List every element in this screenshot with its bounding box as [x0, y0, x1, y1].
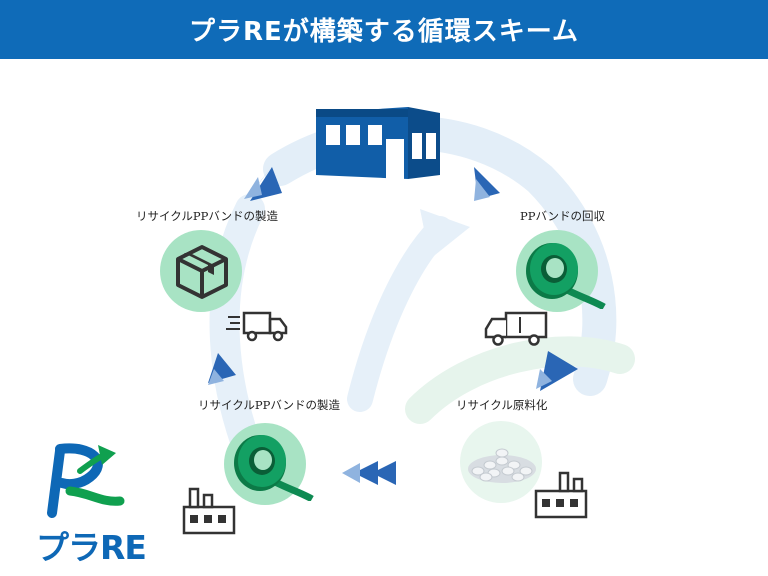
step-label-bottom-right: リサイクル原料化 — [456, 398, 548, 412]
delivery-truck-icon — [226, 311, 288, 342]
diagram-stage: リサイクルPPバンドの製造 PPバンドの回収 リサイクル原料化 リサイクルPPバ… — [0, 59, 768, 576]
arrow-bottom-left-icon — [372, 461, 396, 485]
factory-icon-left — [182, 487, 236, 535]
arrow-right-icon — [540, 351, 578, 391]
box-icon — [176, 245, 228, 299]
garbage-truck-icon — [484, 311, 548, 346]
logo-icon — [47, 443, 125, 518]
step-label-bottom-left: リサイクルPPバンドの製造 — [198, 398, 340, 412]
page-title: プラREが構築する循環スキーム — [188, 17, 579, 47]
header-bar: プラREが構築する循環スキーム — [0, 0, 768, 59]
step-label-top-right: PPバンドの回収 — [520, 209, 606, 223]
logo-wordmark: プラRE — [36, 528, 147, 567]
building-icon — [316, 107, 440, 179]
factory-icon-right — [534, 471, 588, 519]
cycle-arrows — [208, 167, 578, 485]
tape-roll-icon — [526, 243, 606, 309]
step-label-top-left: リサイクルPPバンドの製造 — [136, 209, 278, 223]
tape-roll-icon — [234, 435, 314, 501]
pellets-icon — [468, 448, 536, 483]
